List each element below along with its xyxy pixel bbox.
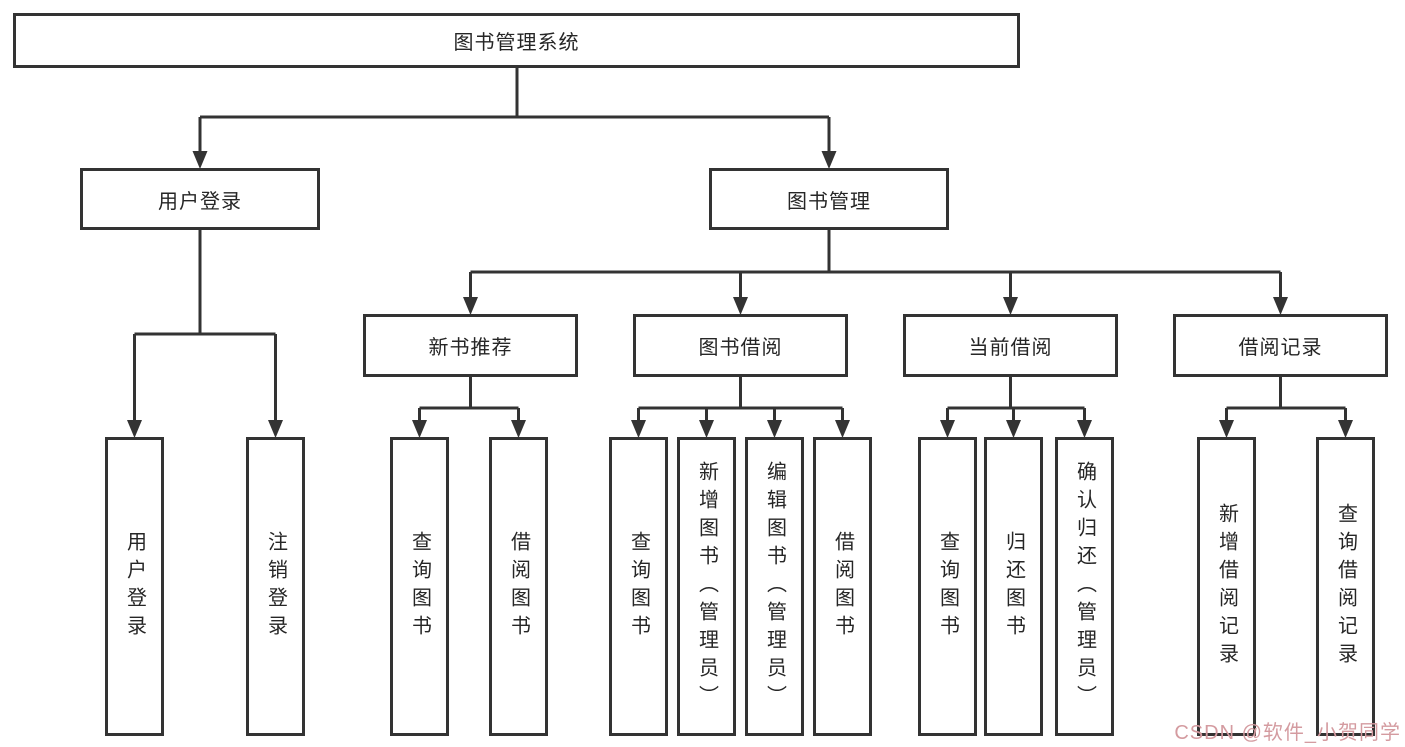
node-label: 归还图书: [1002, 530, 1025, 643]
node-root: 图书管理系统: [13, 13, 1020, 68]
node-label: 查询图书: [627, 530, 650, 643]
node-label: 确认归还（管理员）: [1073, 460, 1096, 713]
node-borrow-record: 借阅记录: [1173, 314, 1388, 377]
node-user-login: 用户登录: [80, 168, 320, 230]
node-label: 借阅图书: [831, 530, 854, 643]
node-label: 用户登录: [123, 530, 146, 643]
leaf-newbook-query-books: 查询图书: [390, 437, 449, 736]
leaf-current-confirm-return-admin: 确认归还（管理员）: [1055, 437, 1114, 736]
node-label: 借阅图书: [507, 530, 530, 643]
leaf-borrow-add-books-admin: 新增图书（管理员）: [677, 437, 736, 736]
node-label: 新书推荐: [428, 337, 513, 359]
leaf-newbook-borrow-books: 借阅图书: [489, 437, 548, 736]
csdn-watermark: CSDN @软件_小贺同学: [1174, 722, 1401, 744]
node-new-book-recommend: 新书推荐: [363, 314, 578, 377]
leaf-current-return-books: 归还图书: [984, 437, 1043, 736]
leaf-current-query-books: 查询图书: [918, 437, 977, 736]
node-label: 用户登录: [158, 190, 242, 213]
leaf-user-login: 用户登录: [105, 437, 164, 736]
node-label: 查询图书: [936, 530, 959, 643]
leaf-record-add-borrow-record: 新增借阅记录: [1197, 437, 1256, 736]
leaf-logout: 注销登录: [246, 437, 305, 736]
node-label: 图书管理系统: [453, 32, 580, 54]
node-book-management: 图书管理: [709, 168, 949, 230]
node-label: 注销登录: [264, 530, 287, 643]
node-label: 图书借阅: [698, 337, 783, 359]
leaf-borrow-query-books: 查询图书: [609, 437, 668, 736]
node-label: 图书管理: [787, 190, 871, 213]
node-label: 查询借阅记录: [1334, 502, 1357, 671]
node-label: 新增借阅记录: [1215, 502, 1238, 671]
node-label: 新增图书（管理员）: [695, 460, 718, 713]
node-label: 查询图书: [408, 530, 431, 643]
leaf-borrow-edit-books-admin: 编辑图书（管理员）: [745, 437, 804, 736]
leaf-borrow-borrow-books: 借阅图书: [813, 437, 872, 736]
leaf-record-query-borrow-record: 查询借阅记录: [1316, 437, 1375, 736]
node-book-borrow: 图书借阅: [633, 314, 848, 377]
node-current-borrow: 当前借阅: [903, 314, 1118, 377]
node-label: 借阅记录: [1238, 337, 1323, 359]
node-label: 编辑图书（管理员）: [763, 460, 786, 713]
node-label: 当前借阅: [968, 337, 1053, 359]
